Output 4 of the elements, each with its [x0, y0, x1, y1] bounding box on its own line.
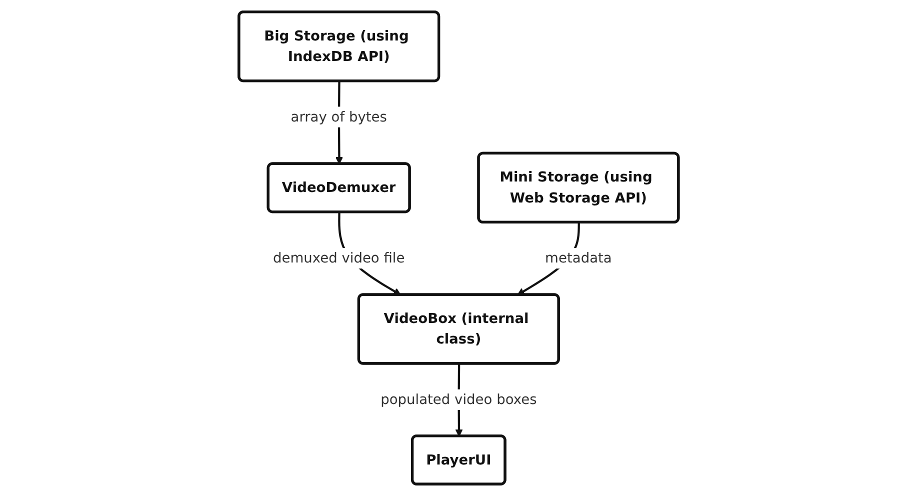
- edge-label: demuxed video file: [272, 250, 405, 266]
- edge-label: metadata: [544, 250, 612, 266]
- edge-label: array of bytes: [290, 108, 387, 125]
- edge-label: populated video boxes: [380, 391, 537, 408]
